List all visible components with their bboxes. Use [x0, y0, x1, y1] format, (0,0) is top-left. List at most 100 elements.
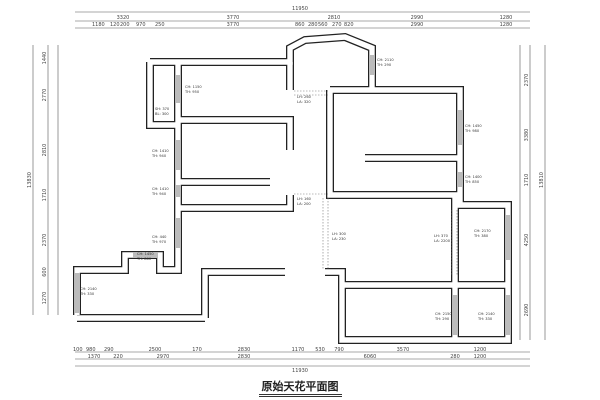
ceiling-label: LA: 200 [297, 202, 311, 206]
ceiling-label: CH: 2140 [478, 312, 495, 316]
dim-label: 860 [295, 22, 305, 28]
bottom-dimensions: 100 980 290 2500 170 2830 1170 530 790 3… [73, 347, 530, 374]
dim-label: 2810 [42, 144, 48, 157]
dim-bottom-total: 11930 [292, 368, 308, 374]
ceiling-label: CH: 2140 [80, 287, 97, 291]
drawing-title-text: 原始天花平面图 [258, 380, 342, 397]
ceiling-label: TH: 950 [184, 90, 200, 94]
ceiling-label: TH: 290 [376, 63, 392, 67]
dim-label: 1200 [474, 347, 487, 353]
window [457, 110, 463, 145]
dim-label: 270 [332, 22, 342, 28]
dim-label: 1370 [88, 354, 101, 360]
window [175, 140, 181, 170]
dim-label: 2990 [411, 22, 424, 28]
dim-label: 2500 [149, 347, 162, 353]
dim-label: 2810 [328, 15, 341, 21]
dim-label: 280 [308, 22, 318, 28]
ceiling-label: TH: 330 [79, 292, 95, 296]
window [369, 55, 375, 75]
dim-label: 2770 [42, 89, 48, 102]
right-dimensions: 13810 2370 3380 1710 4250 2690 [519, 45, 546, 340]
top-dimensions: 11950 3320 3770 2810 2990 1280 1180 120 … [75, 6, 530, 29]
ceiling-label: LA: 320 [297, 100, 311, 104]
dim-label: 220 [113, 354, 123, 360]
ceiling-label: TH: 850 [464, 180, 480, 184]
windows [74, 55, 511, 335]
dim-label: 1280 [500, 22, 513, 28]
dim-left-total: 13830 [27, 172, 33, 188]
dim-label: 120 [110, 22, 120, 28]
ceiling-label: LH: 260 [297, 95, 312, 99]
ceiling-label: BL: 300 [155, 112, 169, 116]
ceiling-label: LH: 370 [434, 234, 449, 238]
dim-label: 560 [318, 22, 328, 28]
ceiling-label: CH: 1400 [465, 175, 482, 179]
dim-label: 2990 [411, 15, 424, 21]
ceiling-label: CH: 2170 [474, 229, 491, 233]
ceiling-label: TH: 290 [434, 317, 450, 321]
ceiling-label: TH: 980 [464, 129, 480, 133]
ceiling-label: LA: 230 [332, 237, 346, 241]
dim-label: 200 [120, 22, 130, 28]
ceiling-label: CH: 1450 [137, 252, 154, 256]
walls [73, 32, 512, 344]
drawing-title: 原始天花平面图 [0, 378, 600, 397]
dim-label: 1200 [474, 354, 487, 360]
window [505, 295, 511, 335]
dim-label: 1270 [42, 292, 48, 305]
ceiling-label: LH: 300 [332, 232, 347, 236]
dim-label: 290 [104, 347, 114, 353]
dim-label: 3770 [227, 22, 240, 28]
dim-top-total: 11950 [292, 6, 308, 12]
ceiling-label: TH: 330 [477, 317, 493, 321]
dim-label: 6060 [364, 354, 377, 360]
dim-label: 3380 [524, 129, 530, 142]
left-dimensions: 13830 1440 2770 2810 1710 2370 600 1270 [27, 45, 59, 315]
dim-label: 170 [192, 347, 202, 353]
dim-label: 1440 [42, 52, 48, 65]
ceiling-label: CH: 1150 [185, 85, 202, 89]
dim-label: 1710 [42, 189, 48, 202]
window [74, 273, 80, 313]
dim-label: 1180 [92, 22, 105, 28]
dim-label: 980 [86, 347, 96, 353]
dim-label: 250 [155, 22, 165, 28]
ceiling-label: CH: 1450 [465, 124, 482, 128]
dim-label: 1710 [524, 174, 530, 187]
room-labels: CH: 1150 TH: 950 SH: 370 BL: 300 CH: 141… [79, 58, 495, 321]
dim-label: 2370 [42, 234, 48, 247]
ceiling-label: SH: 370 [155, 107, 170, 111]
dim-label: 100 [73, 347, 83, 353]
openings [294, 90, 458, 275]
ceiling-label: TH: 970 [151, 240, 167, 244]
dim-label: 820 [344, 22, 354, 28]
ceiling-label: CH: 1410 [152, 149, 169, 153]
dim-label: 2690 [524, 304, 530, 317]
ceiling-label: LA: 2200 [434, 239, 451, 243]
window [457, 172, 463, 187]
dim-label: 4250 [524, 234, 530, 247]
ceiling-label: TH: 940 [151, 154, 167, 158]
dim-label: 2370 [524, 74, 530, 87]
dim-label: 3570 [397, 347, 410, 353]
dim-label: 1280 [500, 15, 513, 21]
dim-label: 2970 [157, 354, 170, 360]
dim-label: 600 [42, 267, 48, 277]
ceiling-label: CH: 440 [152, 235, 167, 239]
window [175, 218, 181, 248]
dim-label: 2830 [238, 354, 251, 360]
dim-label: 3770 [227, 15, 240, 21]
ceiling-label: TH: 380 [473, 234, 489, 238]
window [175, 75, 181, 103]
ceiling-label: LH: 160 [297, 197, 312, 201]
dim-label: 530 [315, 347, 325, 353]
window [505, 215, 511, 260]
ceiling-label: CH: 2150 [435, 312, 452, 316]
dim-label: 3320 [117, 15, 130, 21]
dim-label: 970 [136, 22, 146, 28]
window [452, 295, 458, 335]
dim-label: 280 [450, 354, 460, 360]
ceiling-label: TH: 860 [136, 257, 152, 261]
ceiling-label: TH: 940 [151, 192, 167, 196]
